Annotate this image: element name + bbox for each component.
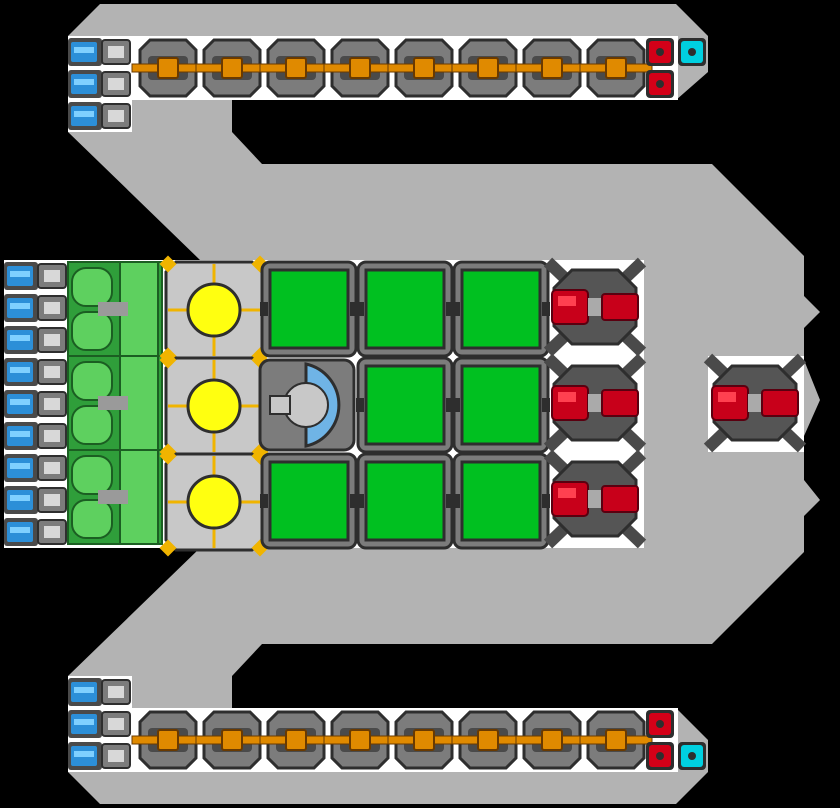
reactor <box>159 447 269 557</box>
gun-turret <box>451 38 525 98</box>
cannon <box>543 353 647 453</box>
red-button <box>646 710 674 738</box>
cannon <box>543 449 647 549</box>
cargo-bay <box>356 356 454 454</box>
gun-turret <box>451 710 525 770</box>
thruster <box>4 454 67 482</box>
fuel-tank <box>67 355 163 451</box>
core-section <box>4 255 647 557</box>
gun-turret <box>195 38 269 98</box>
cargo-bay <box>452 452 550 550</box>
gun-turret <box>387 710 461 770</box>
fuel-tank <box>67 449 163 545</box>
gun-turret <box>259 38 333 98</box>
red-button <box>646 742 674 770</box>
gun-turret <box>323 38 397 98</box>
cannon <box>543 257 647 357</box>
cargo-bay <box>452 356 550 454</box>
thruster <box>68 70 131 98</box>
gun-turret <box>579 38 653 98</box>
thruster <box>4 326 67 354</box>
cockpit <box>258 358 356 452</box>
thruster <box>68 710 131 738</box>
gun-turret <box>195 710 269 770</box>
cargo-bay <box>356 260 454 358</box>
thruster <box>4 294 67 322</box>
thruster <box>68 102 131 130</box>
thruster <box>68 678 131 706</box>
cargo-bay <box>356 452 454 550</box>
gun-turret <box>515 710 589 770</box>
wing-top <box>68 38 706 130</box>
gun-turret <box>323 710 397 770</box>
gun-turret <box>131 38 205 98</box>
red-button <box>646 38 674 66</box>
thruster <box>4 262 67 290</box>
cyan-button <box>678 742 706 770</box>
thruster <box>68 38 131 66</box>
cannon <box>703 353 807 453</box>
gun-turret <box>387 38 461 98</box>
wing-bottom <box>68 678 706 770</box>
fuel-tank <box>67 261 163 357</box>
thruster <box>4 486 67 514</box>
cyan-button <box>678 38 706 66</box>
gun-turret <box>131 710 205 770</box>
cargo-bay <box>260 452 358 550</box>
gun-turret <box>579 710 653 770</box>
gun-turret <box>515 38 589 98</box>
thruster <box>4 358 67 386</box>
thruster <box>4 518 67 546</box>
cargo-bay <box>452 260 550 358</box>
gun-turret <box>259 710 333 770</box>
thruster <box>4 390 67 418</box>
reactor <box>159 351 269 461</box>
red-button <box>646 70 674 98</box>
nose-section <box>703 353 807 453</box>
thruster <box>68 742 131 770</box>
reactor <box>159 255 269 365</box>
cargo-bay <box>260 260 358 358</box>
thruster <box>4 422 67 450</box>
